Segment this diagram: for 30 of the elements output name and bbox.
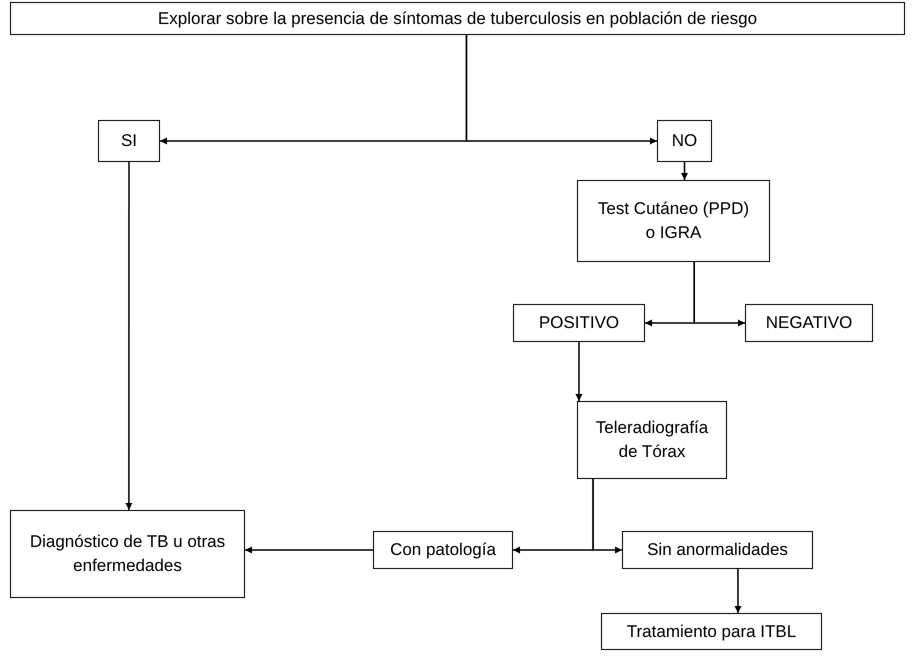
node-label: Tratamiento para ITBL: [626, 620, 798, 643]
process-box: [601, 613, 822, 650]
arrow: [575, 342, 582, 401]
process-box: [577, 401, 727, 479]
arrow: [693, 262, 745, 326]
arrow: [125, 162, 132, 510]
node-label: Sin anormalidades: [646, 539, 789, 562]
process-box: [622, 531, 813, 569]
arrow: [466, 35, 657, 144]
arrow: [734, 569, 742, 613]
node-label: SI: [120, 130, 138, 152]
arrow: [592, 479, 622, 554]
node-label: Diagnóstico de TB u otras enfermedades: [28, 531, 226, 577]
process-box: [513, 304, 645, 342]
node-label: NO: [670, 130, 698, 152]
title-box: [10, 2, 905, 35]
process-box: [98, 120, 160, 162]
process-box: [10, 510, 245, 598]
process-box: [657, 120, 712, 162]
node-label: Test Cutáneo (PPD) o IGRA: [596, 198, 750, 244]
node-label: NEGATIVO: [764, 312, 854, 334]
arrow: [245, 546, 373, 554]
node-label: Explorar sobre la presencia de síntomas de tuberculosis en población de riesgo: [156, 8, 758, 30]
node-label: Con patología: [389, 539, 497, 562]
arrow: [681, 162, 688, 180]
node-label: POSITIVO: [538, 312, 620, 334]
process-box: [745, 304, 873, 342]
process-box: [577, 180, 770, 262]
process-box: [373, 531, 513, 569]
node-label: Teleradiografía de Tórax: [594, 417, 710, 463]
